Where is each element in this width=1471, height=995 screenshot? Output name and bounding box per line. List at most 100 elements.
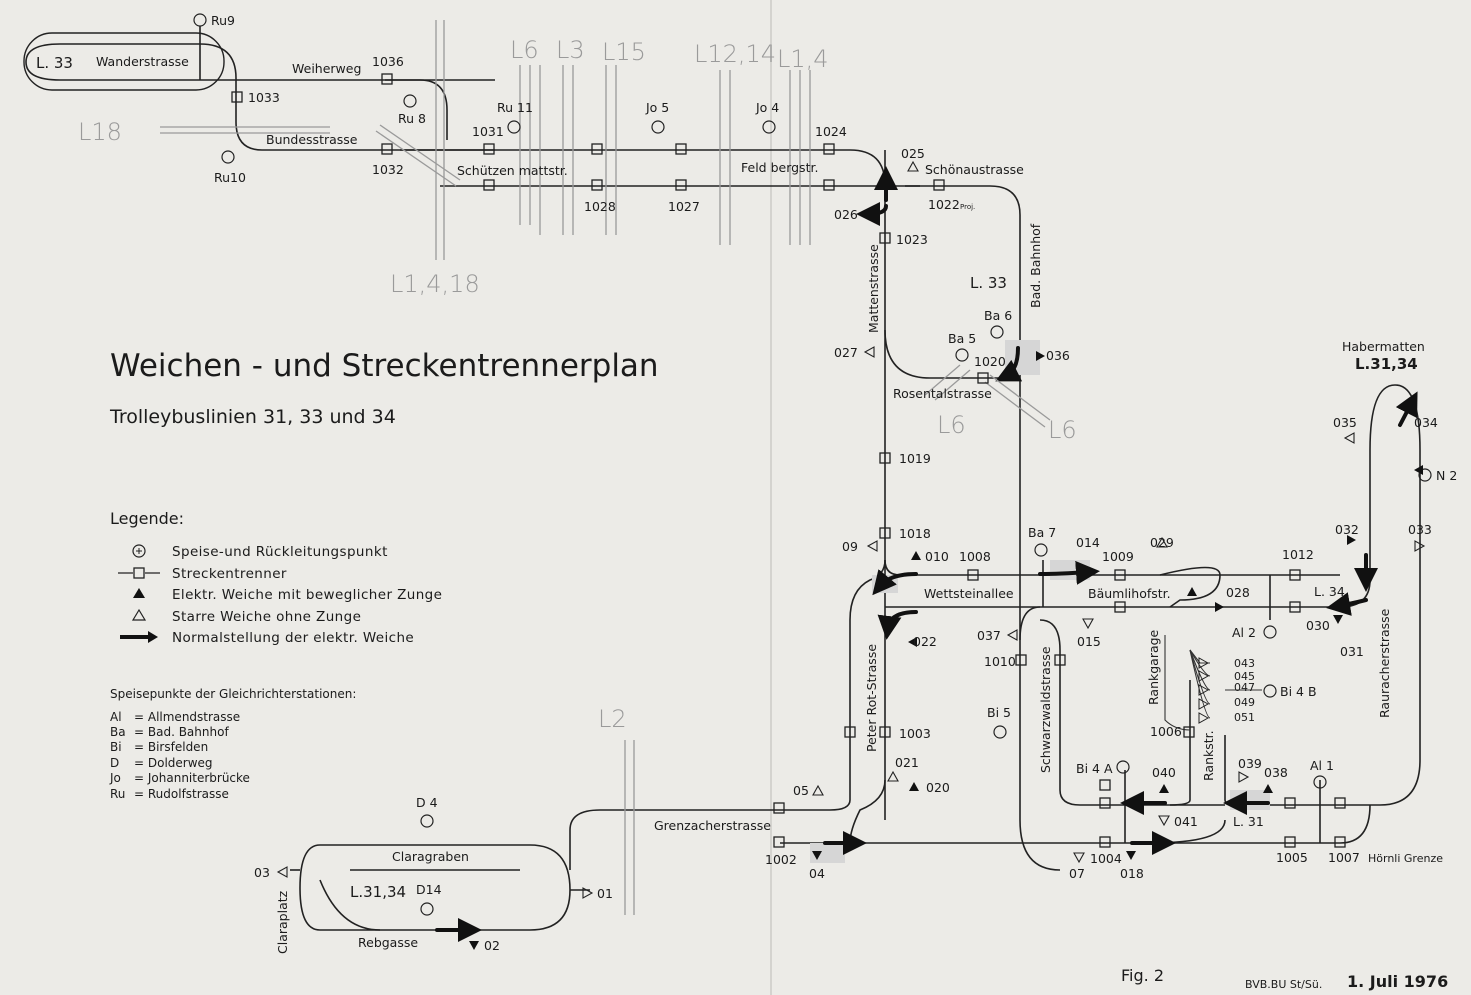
switch-label: 047 [1234,681,1255,694]
legend-electric-switch: Elektr. Weiche mit beweglicher Zunge [172,587,442,603]
feed-point-icon [132,544,146,558]
switch-label: 037 [977,628,1001,643]
switch-label: 051 [1234,711,1255,724]
street-label: Rankstr. [1201,730,1216,781]
insulator-label: 1036 [372,54,404,69]
switch-label: 07 [1069,866,1085,881]
line-label-l33: L. 33 [970,274,1007,292]
feed-point-label: Ru 11 [497,100,533,115]
top-main-lines [400,149,1061,871]
street-label: Claragraben [392,849,469,864]
insulator-label: 1004 [1090,851,1122,866]
street-label: Weiherweg [292,61,361,76]
feed-point-label: Ba 7 [1028,525,1056,540]
switch-label: 05 [793,783,809,798]
feed-point-label: Ru 8 [398,111,426,126]
insulator-label: 1008 [959,549,991,564]
plan-title: Weichen - und Streckentrennerplan [110,348,659,384]
pencil-note: L6 [937,411,966,439]
station-abbr: Jo [109,771,121,785]
street-label: Grenzacherstrasse [654,818,771,833]
terminal-habermatten: Habermatten [1342,339,1425,354]
station-abbr: Al [110,710,122,724]
feed-point-label: Ba 6 [984,308,1012,323]
pencil-note: L3 [556,36,585,64]
pencil-note: L18 [78,118,122,146]
switch-label: 021 [895,755,919,770]
line-label-l3134: L.31,34 [350,883,406,901]
document-reference: BVB.BU St/Sü. [1245,978,1322,991]
insulator-label: 1018 [899,526,931,541]
fixed-switch-icon [131,608,147,621]
stations-heading: Speisepunkte der Gleichrichterstationen: [110,687,356,701]
street-label: Feld bergstr. [741,160,818,175]
insulator-label: 1020 [974,354,1006,369]
station-name: = Rudolfstrasse [134,787,229,801]
legend-insulator: Streckentrenner [172,566,287,582]
street-label: Bäumlihofstr. [1088,586,1171,601]
switch-label: 03 [254,865,270,880]
insulator-label: 1003 [899,726,931,741]
street-label: Schützen mattstr. [457,163,568,178]
street-label: Wanderstrasse [96,54,189,69]
insulator-label: 1010 [984,654,1016,669]
insulator-label: 1002 [765,852,797,867]
switch-label: 036 [1046,348,1070,363]
pencil-note: L6 [1048,416,1077,444]
street-label: Rebgasse [358,935,418,950]
street-label: Mattenstrasse [866,244,881,333]
switch-label: 014 [1076,535,1100,550]
legend-symbols [118,544,160,643]
pencil-note: L6 [510,36,539,64]
pencil-note: L1,4 [777,45,829,73]
switch-label: 020 [926,780,950,795]
insulator-label: 1019 [899,451,931,466]
feed-point-label: Bi 4 A [1076,761,1113,776]
legend-heading: Legende: [110,509,184,528]
plan-subtitle: Trolleybuslinien 31, 33 und 34 [109,406,396,428]
feed-point-label: Jo 4 [755,100,779,115]
street-label: Rankgarage [1146,629,1161,705]
line-label-l33: L. 33 [36,54,73,72]
street-label: Rauracherstrasse [1377,608,1392,718]
switch-label: 032 [1335,522,1359,537]
pencil-note: L12,14 [694,40,776,68]
switch-label: 040 [1152,765,1176,780]
figure-number: Fig. 2 [1121,966,1164,985]
switch-label: 045 [1234,670,1255,683]
switch-label: 01 [597,886,613,901]
insulator-label: 1023 [896,232,928,247]
line-label-l3134: L.31,34 [1355,355,1418,373]
feed-point-label: N 2 [1436,468,1457,483]
feed-point-label: Al 1 [1310,758,1334,773]
switch-label: 041 [1174,814,1198,829]
switch-label: 049 [1234,696,1255,709]
pencil-note: L1,4,18 [390,270,480,298]
switch-label: 04 [809,866,825,881]
switch-label: 030 [1306,618,1330,633]
legend-fixed-switch: Starre Weiche ohne Zunge [172,609,361,625]
legend-feed-point: Speise-und Rückleitungspunkt [172,544,388,560]
rankgarage-fan [1164,635,1262,731]
switch-marks [276,160,1426,950]
switch-label: 043 [1234,657,1255,670]
street-label: Schwarzwaldstrasse [1038,646,1053,773]
normal-position-arrows [435,166,1418,942]
feed-point-label: Bi 5 [987,705,1011,720]
switch-label: 025 [901,146,925,161]
switch-label: 038 [1264,765,1288,780]
street-label: Schönaustrasse [925,162,1024,177]
station-name: = Allmendstrasse [134,710,240,724]
street-label: Rosentalstrasse [893,386,992,401]
feed-point-label: Ba 5 [948,331,976,346]
insulator-label: 1028 [584,199,616,214]
pencil-marks [160,20,1051,915]
switch-label: 031 [1340,644,1364,659]
insulator-label: 1005 [1276,850,1308,865]
switch-label: 028 [1226,585,1250,600]
insulator-label: 1033 [248,90,280,105]
highlight-014 [1050,560,1090,580]
street-label: Hörnli Grenze [1368,852,1443,865]
line-label-l34: L. 34 [1314,584,1345,599]
section-insulator-icon [118,567,160,579]
